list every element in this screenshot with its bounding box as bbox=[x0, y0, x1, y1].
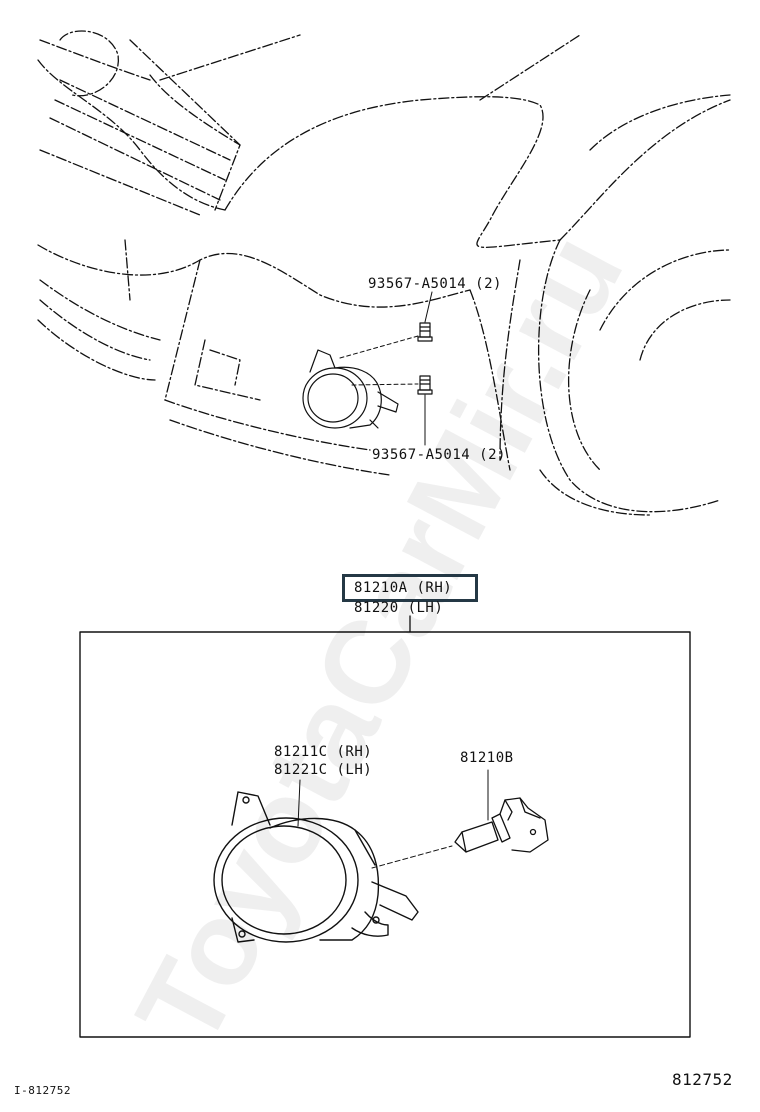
fog-lamp-unit bbox=[213, 791, 419, 943]
callout-bolt-lower: 93567-A5014 (2) bbox=[372, 447, 506, 463]
detail-frame bbox=[79, 631, 691, 1038]
callout-bulb: 81210B bbox=[460, 750, 514, 766]
bolt-upper-icon bbox=[417, 322, 433, 342]
callout-unit-lh: 81221C (LH) bbox=[274, 762, 373, 778]
fog-lamp-installed bbox=[302, 349, 399, 429]
highlight-box bbox=[342, 574, 478, 602]
illustration-code: I-812752 bbox=[14, 1084, 71, 1097]
bulb-81210b-icon bbox=[454, 797, 549, 853]
callout-assembly-lh[interactable]: 81220 (LH) bbox=[354, 600, 444, 616]
car-body-phantom-lines bbox=[37, 30, 731, 516]
callout-bolt-upper: 93567-A5014 (2) bbox=[368, 276, 502, 292]
callout-unit-rh: 81211C (RH) bbox=[274, 744, 373, 760]
bolt-lower-icon bbox=[417, 375, 433, 395]
callout-assembly-rh[interactable]: 81210A (RH) bbox=[354, 580, 453, 596]
diagram-number: 812752 bbox=[672, 1070, 733, 1089]
